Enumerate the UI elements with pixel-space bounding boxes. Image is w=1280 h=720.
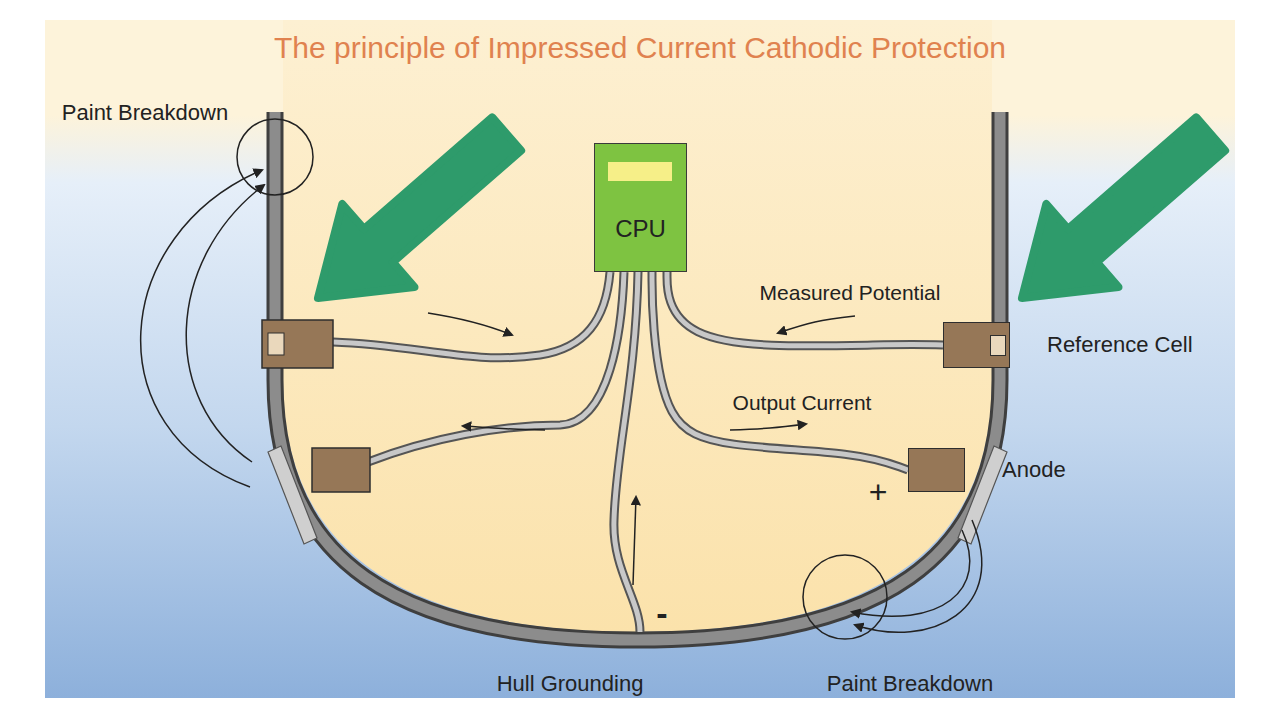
callout-label: Hull Grounding: [497, 671, 644, 696]
reference-cell: [262, 320, 333, 368]
box-label: CPU: [615, 215, 666, 243]
display-bar: [608, 162, 672, 181]
breakdown-circle: [237, 119, 313, 195]
signal-label: Measured Potential: [760, 281, 941, 305]
callout-label: Paint Breakdown: [62, 100, 228, 125]
direction-arrow: [428, 313, 512, 335]
cable: [368, 272, 624, 462]
anode-plate: [268, 446, 317, 544]
reference-cell-window: [268, 333, 284, 355]
current-path: [852, 530, 970, 616]
pointer-arrow-shape: [282, 92, 543, 339]
current-path: [141, 170, 262, 487]
direction-arrow: [778, 316, 855, 333]
breakdown-circle: [803, 555, 887, 639]
part-label: Reference Cell: [1047, 332, 1193, 357]
polarity-sign: -: [656, 594, 667, 633]
signal-label: Output Current: [733, 391, 872, 415]
sea-background: [45, 20, 1235, 698]
anode-box: [312, 448, 370, 492]
cables: [333, 272, 640, 632]
part-label: Anode: [1002, 457, 1066, 482]
current-paths: [141, 170, 982, 632]
cpu-box: CPU: [594, 143, 687, 272]
anode-box: Anode: [908, 448, 965, 492]
hull-interior: [283, 20, 992, 632]
grounding-cable-core: [614, 272, 640, 632]
grounding-cable: [614, 272, 640, 632]
pointer-arrow-shape: [986, 92, 1247, 339]
pointer-arrow: [282, 92, 543, 339]
title: The principle of Impressed Current Catho…: [274, 31, 1006, 66]
direction-arrow: [463, 426, 545, 430]
hull-plate: [275, 112, 1000, 640]
cable: [667, 272, 943, 346]
reference-cell: Reference Cell: [943, 322, 1010, 368]
cable-core: [368, 272, 624, 462]
measured-potential-cable: [667, 272, 943, 346]
reference-cell-window: [990, 335, 1006, 356]
hull-outline: [275, 112, 1000, 640]
direction-arrows: [428, 313, 636, 585]
pointer-arrow: [986, 92, 1247, 339]
cable-core: [667, 272, 943, 346]
anode-plate: [958, 446, 1007, 544]
direction-arrow: [730, 424, 806, 430]
direction-arrow: [633, 497, 636, 585]
polarity-sign: +: [869, 474, 888, 511]
current-path: [186, 185, 264, 462]
current-path: [855, 520, 982, 632]
callout-label: Paint Breakdown: [827, 671, 993, 696]
